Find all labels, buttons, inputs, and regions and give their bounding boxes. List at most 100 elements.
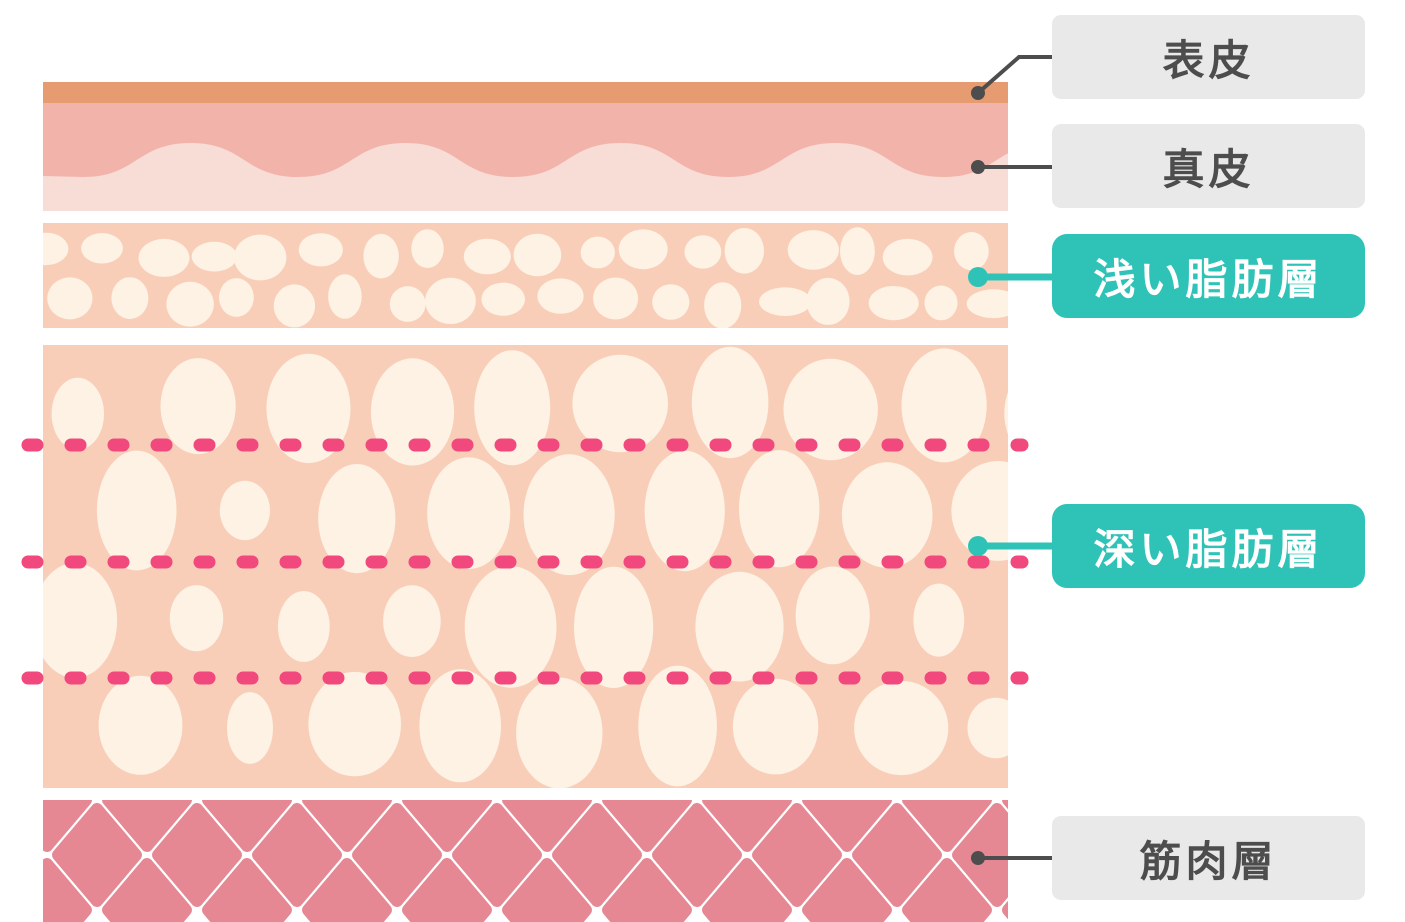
muscle-fiber-diamond bbox=[352, 803, 442, 907]
fat-lobule bbox=[411, 229, 444, 268]
fat-lobule bbox=[43, 232, 69, 266]
fat-lobule bbox=[924, 285, 958, 321]
connector-deep-fat-dot bbox=[968, 536, 988, 556]
fat-lobule bbox=[273, 284, 316, 328]
fat-lobule bbox=[593, 277, 639, 320]
fat-lobule bbox=[574, 566, 654, 689]
muscle-fiber-diamond bbox=[152, 803, 242, 907]
fat-lobule bbox=[481, 282, 525, 316]
fat-lobule bbox=[523, 454, 615, 576]
label-dermis: 真皮 bbox=[1052, 124, 1365, 208]
fat-lobule bbox=[618, 229, 668, 270]
fat-lobule bbox=[111, 277, 149, 319]
fat-lobule bbox=[363, 233, 399, 279]
fat-lobule bbox=[308, 671, 402, 777]
fat-lobule bbox=[328, 274, 362, 319]
label-muscle-layer: 筋肉層 bbox=[1052, 816, 1365, 900]
muscle-fiber-diamond bbox=[102, 858, 192, 922]
fat-lobule bbox=[732, 678, 819, 775]
connector-epidermis-line bbox=[976, 55, 1052, 95]
connector-dermis bbox=[971, 160, 1052, 174]
muscle-fiber-diamond bbox=[502, 858, 592, 922]
fat-lobule bbox=[954, 232, 989, 271]
fat-lobule bbox=[266, 353, 351, 464]
muscle-fiber-diamond bbox=[0, 809, 36, 901]
fat-lobule bbox=[1031, 589, 1081, 654]
fat-lobule bbox=[739, 450, 820, 568]
fat-lobule bbox=[759, 287, 812, 317]
label-deep-fat-layer: 深い脂肪層 bbox=[1052, 504, 1365, 588]
fat-lobule bbox=[464, 566, 557, 688]
muscle-fiber-diamond bbox=[43, 858, 92, 922]
muscle-fiber-diamond bbox=[252, 803, 342, 907]
muscle-fiber-diamond bbox=[402, 858, 492, 922]
fat-lobule bbox=[644, 450, 725, 572]
fat-lobule bbox=[652, 284, 690, 320]
fat-lobule bbox=[537, 278, 584, 314]
fat-lobule bbox=[580, 236, 615, 269]
fat-lobule bbox=[882, 238, 933, 276]
label-epidermis: 表皮 bbox=[1052, 15, 1365, 99]
muscle-fiber-diamond bbox=[702, 800, 792, 852]
muscle-fiber-diamond bbox=[552, 803, 642, 907]
muscle-fiber-diamond bbox=[52, 803, 142, 907]
fat-lobule bbox=[516, 677, 603, 788]
fat-lobule bbox=[47, 277, 93, 320]
muscle-layer bbox=[0, 800, 1008, 922]
fat-lobule bbox=[389, 286, 426, 322]
fat-lobule bbox=[98, 675, 183, 775]
fat-lobule bbox=[166, 281, 214, 327]
fat-lobule bbox=[463, 238, 511, 275]
fat-lobule bbox=[227, 692, 273, 764]
muscle-fiber-diamond bbox=[202, 800, 292, 852]
fat-lobule bbox=[783, 358, 878, 461]
fat-lobule bbox=[787, 230, 839, 270]
muscle-fiber-diamond bbox=[902, 800, 992, 852]
fat-lobule bbox=[868, 286, 919, 321]
label-shallow-fat-layer: 浅い脂肪層 bbox=[1052, 234, 1365, 318]
fat-lobule bbox=[51, 377, 104, 450]
fat-lobule bbox=[219, 278, 254, 317]
fat-lobule bbox=[966, 289, 1008, 319]
fat-lobule bbox=[474, 350, 551, 466]
muscle-fiber-diamond bbox=[652, 803, 742, 907]
connector-muscle bbox=[971, 851, 1052, 865]
fat-lobule bbox=[234, 234, 287, 281]
fat-lobule bbox=[298, 233, 343, 267]
fat-lobule bbox=[43, 562, 118, 678]
fat-lobule bbox=[81, 233, 123, 264]
fat-lobule bbox=[427, 457, 511, 570]
muscle-fiber-diamond bbox=[102, 800, 192, 852]
muscle-fiber-diamond bbox=[702, 858, 792, 922]
fat-lobule bbox=[160, 358, 236, 455]
muscle-fiber-diamond bbox=[202, 858, 292, 922]
connector-epidermis bbox=[971, 55, 1052, 100]
muscle-fiber-diamond bbox=[752, 803, 842, 907]
fat-lobule bbox=[318, 463, 396, 574]
fat-lobule bbox=[795, 566, 870, 665]
fat-lobule bbox=[841, 462, 933, 568]
fat-lobule bbox=[191, 241, 237, 272]
connector-shallow-fat bbox=[968, 267, 1055, 287]
fat-lobule bbox=[513, 233, 562, 277]
fat-lobule bbox=[901, 348, 987, 463]
fat-lobule bbox=[419, 669, 502, 783]
dermis-layer bbox=[43, 103, 1008, 211]
fat-lobule bbox=[913, 583, 965, 657]
fat-lobule bbox=[370, 358, 455, 466]
fat-lobule bbox=[1077, 676, 1158, 771]
fat-lobule bbox=[840, 227, 875, 275]
muscle-fiber-diamond bbox=[302, 800, 392, 852]
fat-lobule bbox=[967, 697, 1008, 759]
fat-lobule bbox=[951, 461, 1008, 561]
muscle-fiber-diamond bbox=[452, 803, 542, 907]
fat-lobule bbox=[169, 585, 224, 652]
shallow-fat-layer bbox=[43, 223, 1008, 328]
muscle-fiber-diamond bbox=[802, 858, 892, 922]
connector-epidermis-dot bbox=[971, 86, 985, 100]
connector-shallow-fat-dot bbox=[968, 267, 988, 287]
epidermis-layer bbox=[43, 82, 1008, 103]
fat-lobule bbox=[684, 235, 722, 269]
